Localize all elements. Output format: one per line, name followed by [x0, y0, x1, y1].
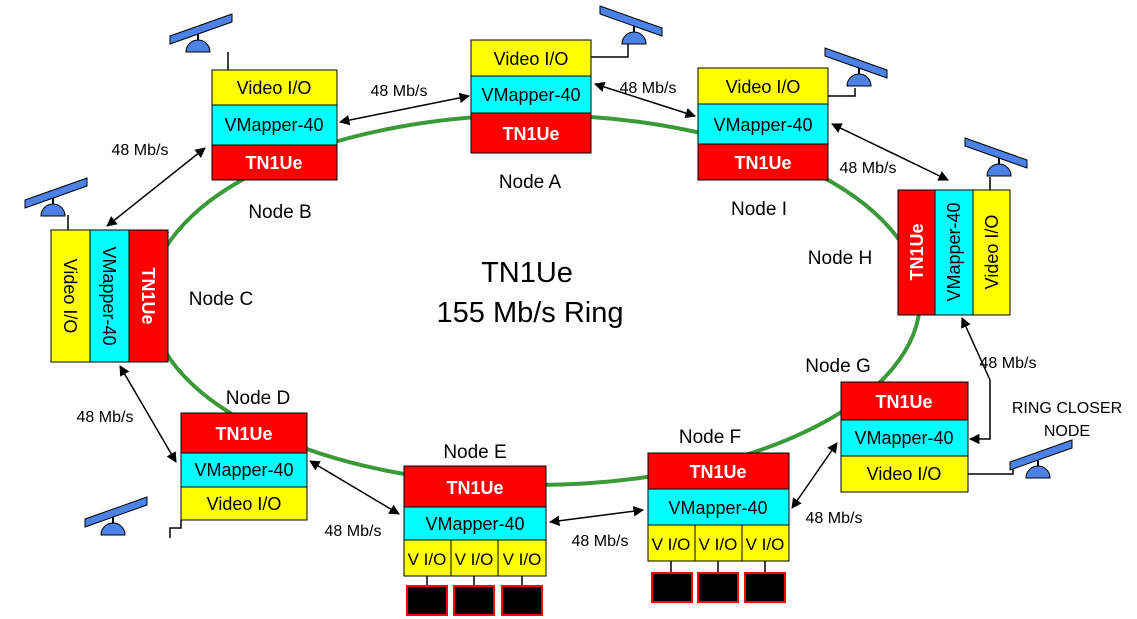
- node-b-vmapper: VMapper-40: [224, 115, 323, 135]
- node-e-label: Node E: [443, 442, 506, 463]
- ring-closer-label-2: NODE: [1044, 423, 1090, 440]
- node-c-video-io: Video I/O: [60, 259, 80, 334]
- link-d-e: [309, 460, 400, 515]
- node-c-label: Node C: [189, 289, 253, 310]
- ring-closer-label-1: RING CLOSER: [1012, 400, 1122, 417]
- node-f: TN1Ue VMapper-40 V I/O V I/O V I/O Node …: [647, 427, 790, 603]
- satellite-dish-icon: [24, 177, 88, 217]
- node-d: TN1Ue VMapper-40 Video I/O Node D: [169, 388, 308, 538]
- node-f-vio-2: V I/O: [699, 535, 738, 554]
- node-e-vio-3: V I/O: [503, 550, 542, 569]
- node-f-vio-3: V I/O: [746, 535, 785, 554]
- node-i-vmapper: VMapper-40: [713, 115, 812, 135]
- node-c-vmapper: VMapper-40: [99, 246, 119, 345]
- monitor-icon: [501, 585, 543, 616]
- node-b-video-io: Video I/O: [237, 78, 312, 98]
- link-labels: 48 Mb/s 48 Mb/s 48 Mb/s 48 Mb/s 48 Mb/s …: [77, 80, 1037, 550]
- satellite-dish-icon: [599, 5, 663, 45]
- node-h-vmapper: VMapper-40: [944, 202, 964, 301]
- node-i-tn1ue: TN1Ue: [734, 153, 791, 173]
- link-label-b-c: 48 Mb/s: [112, 142, 169, 159]
- monitor-icon: [744, 572, 786, 603]
- node-d-tn1ue: TN1Ue: [215, 424, 272, 444]
- node-h: TN1Ue VMapper-40 Video I/O Node H: [808, 177, 1011, 316]
- node-b-tn1ue: TN1Ue: [245, 153, 302, 173]
- node-i: Video I/O VMapper-40 TN1Ue Node I: [697, 67, 856, 220]
- link-label-b-a: 48 Mb/s: [371, 83, 428, 100]
- node-h-tn1ue: TN1Ue: [907, 223, 927, 280]
- node-a-vmapper: VMapper-40: [481, 85, 580, 105]
- link-label-g-h: 48 Mb/s: [980, 355, 1037, 372]
- node-d-label: Node D: [226, 388, 290, 409]
- node-c: Video I/O VMapper-40 TN1Ue Node C: [50, 215, 253, 363]
- link-i-h: [831, 123, 949, 181]
- link-label-f-g: 48 Mb/s: [806, 510, 863, 527]
- link-b-c: [106, 147, 206, 227]
- node-a-tn1ue: TN1Ue: [502, 124, 559, 144]
- node-e-vmapper: VMapper-40: [425, 514, 524, 534]
- link-label-e-f: 48 Mb/s: [572, 533, 629, 550]
- node-h-video-io: Video I/O: [982, 215, 1002, 290]
- node-g-tn1ue: TN1Ue: [875, 392, 932, 412]
- satellite-dish-icon: [964, 137, 1028, 177]
- link-label-a-i: 48 Mb/s: [620, 80, 677, 97]
- node-g-video-io: Video I/O: [867, 464, 942, 484]
- links-48mbps: [106, 81, 991, 526]
- link-e-f: [548, 506, 645, 526]
- node-f-vmapper: VMapper-40: [668, 498, 767, 518]
- monitor-icon: [697, 572, 739, 603]
- node-a-label: Node A: [499, 172, 562, 193]
- satellite-dish-icon: [84, 496, 148, 536]
- node-b: Video I/O VMapper-40 TN1Ue Node B: [211, 52, 338, 223]
- link-c-d: [119, 365, 177, 463]
- link-f-g: [791, 442, 838, 509]
- link-a-i: [593, 81, 697, 119]
- node-a-video-io: Video I/O: [494, 49, 569, 69]
- satellite-dish-icon: [1009, 439, 1073, 479]
- node-g-label: Node G: [805, 356, 870, 377]
- monitor-icon: [406, 585, 448, 616]
- node-d-vmapper: VMapper-40: [194, 460, 293, 480]
- node-g-vmapper: VMapper-40: [854, 428, 953, 448]
- node-f-vio-1: V I/O: [652, 535, 691, 554]
- node-f-tn1ue: TN1Ue: [689, 462, 746, 482]
- node-g: TN1Ue VMapper-40 Video I/O Node G: [805, 356, 1014, 493]
- node-e-tn1ue: TN1Ue: [446, 478, 503, 498]
- node-h-label: Node H: [808, 248, 872, 269]
- node-e-vio-1: V I/O: [408, 550, 447, 569]
- node-a: Video I/O VMapper-40 TN1Ue Node A: [470, 36, 629, 193]
- link-b-a: [338, 92, 471, 126]
- ring-subtitle: 155 Mb/s Ring: [437, 297, 624, 329]
- satellite-dish-icon: [169, 13, 233, 53]
- monitor-icon: [453, 585, 495, 616]
- monitor-icon: [651, 572, 693, 603]
- link-label-c-d: 48 Mb/s: [77, 409, 134, 426]
- node-i-label: Node I: [731, 199, 787, 220]
- node-e: TN1Ue VMapper-40 V I/O V I/O V I/O Node …: [403, 442, 547, 616]
- link-label-i-h: 48 Mb/s: [840, 160, 897, 177]
- node-e-vio-2: V I/O: [455, 550, 494, 569]
- node-f-label: Node F: [679, 427, 741, 448]
- ring-title: TN1Ue: [481, 257, 573, 289]
- satellite-dish-icon: [824, 47, 888, 87]
- link-g-h: [961, 317, 991, 445]
- node-b-label: Node B: [248, 202, 311, 223]
- link-label-d-e: 48 Mb/s: [325, 523, 382, 540]
- node-i-video-io: Video I/O: [726, 77, 801, 97]
- node-d-video-io: Video I/O: [207, 494, 282, 514]
- node-c-tn1ue: TN1Ue: [138, 267, 158, 324]
